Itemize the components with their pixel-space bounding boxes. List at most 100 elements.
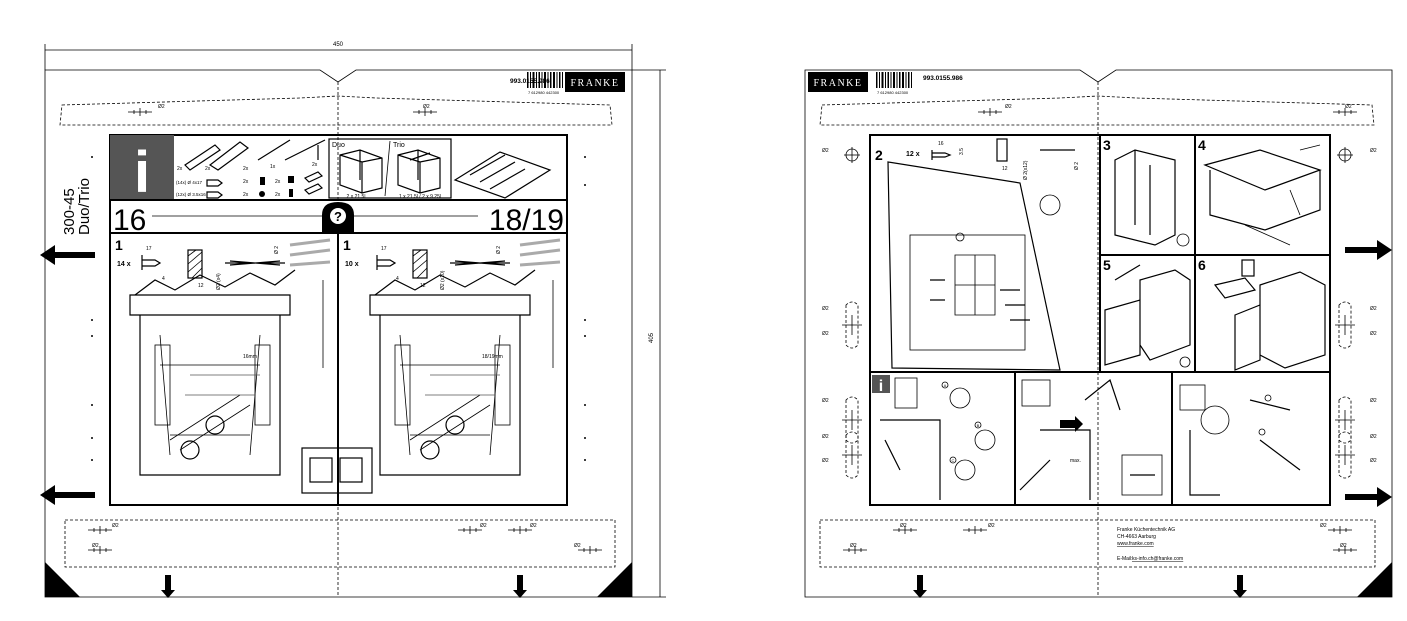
label-text: 3 <box>1103 137 1111 153</box>
alignment-dots <box>91 156 586 461</box>
label-text: Ø2 <box>1005 104 1012 110</box>
label-text: Ø2 <box>1370 148 1377 154</box>
arrow-down-icon <box>161 575 175 598</box>
drawer-frame-drawing <box>453 151 552 199</box>
company-address-line: CH-4663 Aarburg <box>1117 534 1156 540</box>
side-hole-marks: Ø2 Ø2 Ø2 Ø2 Ø2 Ø2 Ø2 Ø2 Ø2 Ø2 Ø2 Ø2 <box>822 147 1377 479</box>
arrow-down-icon <box>513 575 527 598</box>
label-text: Ø2 <box>988 523 995 529</box>
label-text: 2x <box>177 166 183 172</box>
label-text: Ø2 <box>900 523 907 529</box>
info-icon <box>110 135 174 200</box>
company-address: Franke Küchentechnik AG CH-4663 Aarburg … <box>1117 527 1183 562</box>
hinge-detail <box>301 447 373 494</box>
corner-mark <box>1357 562 1392 597</box>
label-text: Ø2 <box>822 458 829 464</box>
label-text: Ø 2(x12) <box>1023 160 1029 180</box>
arrow-left-icon <box>40 485 95 505</box>
label-text: Ø2 <box>822 434 829 440</box>
label-text: 5 <box>1103 257 1111 273</box>
label-text: Ø 2 <box>274 246 280 254</box>
label-text: Ø2 (x4) <box>216 273 222 290</box>
label-text: 12 <box>1002 166 1008 172</box>
corner-mark <box>597 562 632 597</box>
label-text: Ø2 <box>1370 434 1377 440</box>
barcode <box>876 72 912 88</box>
info-icon <box>872 375 890 393</box>
label-text: Ø2 <box>822 398 829 404</box>
label-text: 17 <box>146 246 152 252</box>
label-text: 1x <box>270 164 276 170</box>
label-text: Ø2 <box>850 543 857 549</box>
label-text: 14 x <box>117 261 131 268</box>
label-text: 6 <box>1198 257 1206 273</box>
label-text: Ø2 <box>1370 306 1377 312</box>
bottom-flap <box>819 519 1376 568</box>
label-text: (14x) Ø 4x17 <box>176 180 203 185</box>
label-text: Ø2 <box>112 523 119 529</box>
arrow-down-icon <box>1233 575 1247 598</box>
step-6: 6 <box>1198 257 1326 371</box>
label-text: Ø2 <box>822 306 829 312</box>
label-text: Ø2 <box>158 104 165 110</box>
label-text: 12 <box>198 283 204 289</box>
bottom-flap <box>64 519 616 568</box>
label-text: C <box>952 458 955 463</box>
label-text: 2 <box>875 147 883 163</box>
label-text: 4 <box>162 276 165 282</box>
label-text: Ø2 <box>92 543 99 549</box>
label-text: Ø2 (x10) <box>440 270 446 290</box>
question-icon: ? <box>322 202 354 233</box>
label-text: FRANKE <box>813 78 862 89</box>
label-text: max. <box>1070 458 1081 464</box>
label-text: 1 <box>115 237 123 253</box>
label-text: Ø 2 <box>496 246 502 254</box>
step-3: 3 <box>1103 137 1190 247</box>
company-email[interactable]: ks-info.ch@franke.com <box>1132 556 1183 562</box>
label-text: 17 <box>381 246 387 252</box>
label-text: Ø2 <box>1345 104 1352 110</box>
sheet-outline <box>804 69 1393 598</box>
parts-list: i 2x 2x 2x 1x 2x (14x) Ø 4x17 (12x) Ø 3.… <box>110 135 326 205</box>
label-text: (12x) Ø 3.5x16 <box>176 192 206 197</box>
label-text: Ø2 <box>1370 458 1377 464</box>
label-text: 3.5 <box>959 148 965 155</box>
height-label: 405 <box>649 332 655 343</box>
label-text: Ø2 <box>822 331 829 337</box>
label-text: Ø2 <box>530 523 537 529</box>
label-text: Ø2 <box>1320 523 1327 529</box>
step-1-18-19mm: 1 10 x 17 4 12 Ø2 (x10) Ø 2 18/19mm <box>343 237 561 476</box>
label-text: Ø 2 <box>1074 162 1080 170</box>
label-text: B <box>977 423 980 428</box>
hole-mark <box>127 107 153 117</box>
folding-rule-icon <box>289 238 331 267</box>
company-website[interactable]: www.franke.com <box>1117 541 1154 547</box>
left-sheet: 450 405 993.0155.986 7 612980 442300 FRA… <box>40 42 666 598</box>
franke-logo <box>808 72 868 92</box>
label-text: FRANKE <box>570 78 619 89</box>
label-text: Ø2 <box>574 543 581 549</box>
label-text: 1 <box>343 237 351 253</box>
arrow-right-icon <box>1345 487 1392 507</box>
label-text: 2x <box>312 162 318 168</box>
arrow-right-icon <box>1345 240 1392 260</box>
label-text: Ø2 <box>480 523 487 529</box>
product-title: 300-45 <box>61 188 78 235</box>
height-dimension: 405 <box>632 69 666 598</box>
label-text: A <box>944 383 947 388</box>
step-1-16mm: 1 14 x 17 4 12 Ø2 (x4) Ø 2 16mm <box>115 237 331 476</box>
label-text: Ø2 <box>1340 543 1347 549</box>
step-5: 5 <box>1103 257 1191 368</box>
label-text: 18/19mm <box>482 354 503 360</box>
label-text: 10 x <box>345 261 359 268</box>
label-text: 2x <box>243 179 249 185</box>
top-flap <box>59 95 613 126</box>
label-text: Trio <box>393 142 405 149</box>
label-text: 7 612980 442300 <box>877 90 909 95</box>
label-text: 2x <box>275 179 281 185</box>
label-text: 12 x <box>906 151 920 158</box>
label-text: 2x <box>275 192 281 198</box>
cabinet-width-18-19: 18/19 <box>489 204 564 237</box>
width-label: 450 <box>333 42 344 48</box>
